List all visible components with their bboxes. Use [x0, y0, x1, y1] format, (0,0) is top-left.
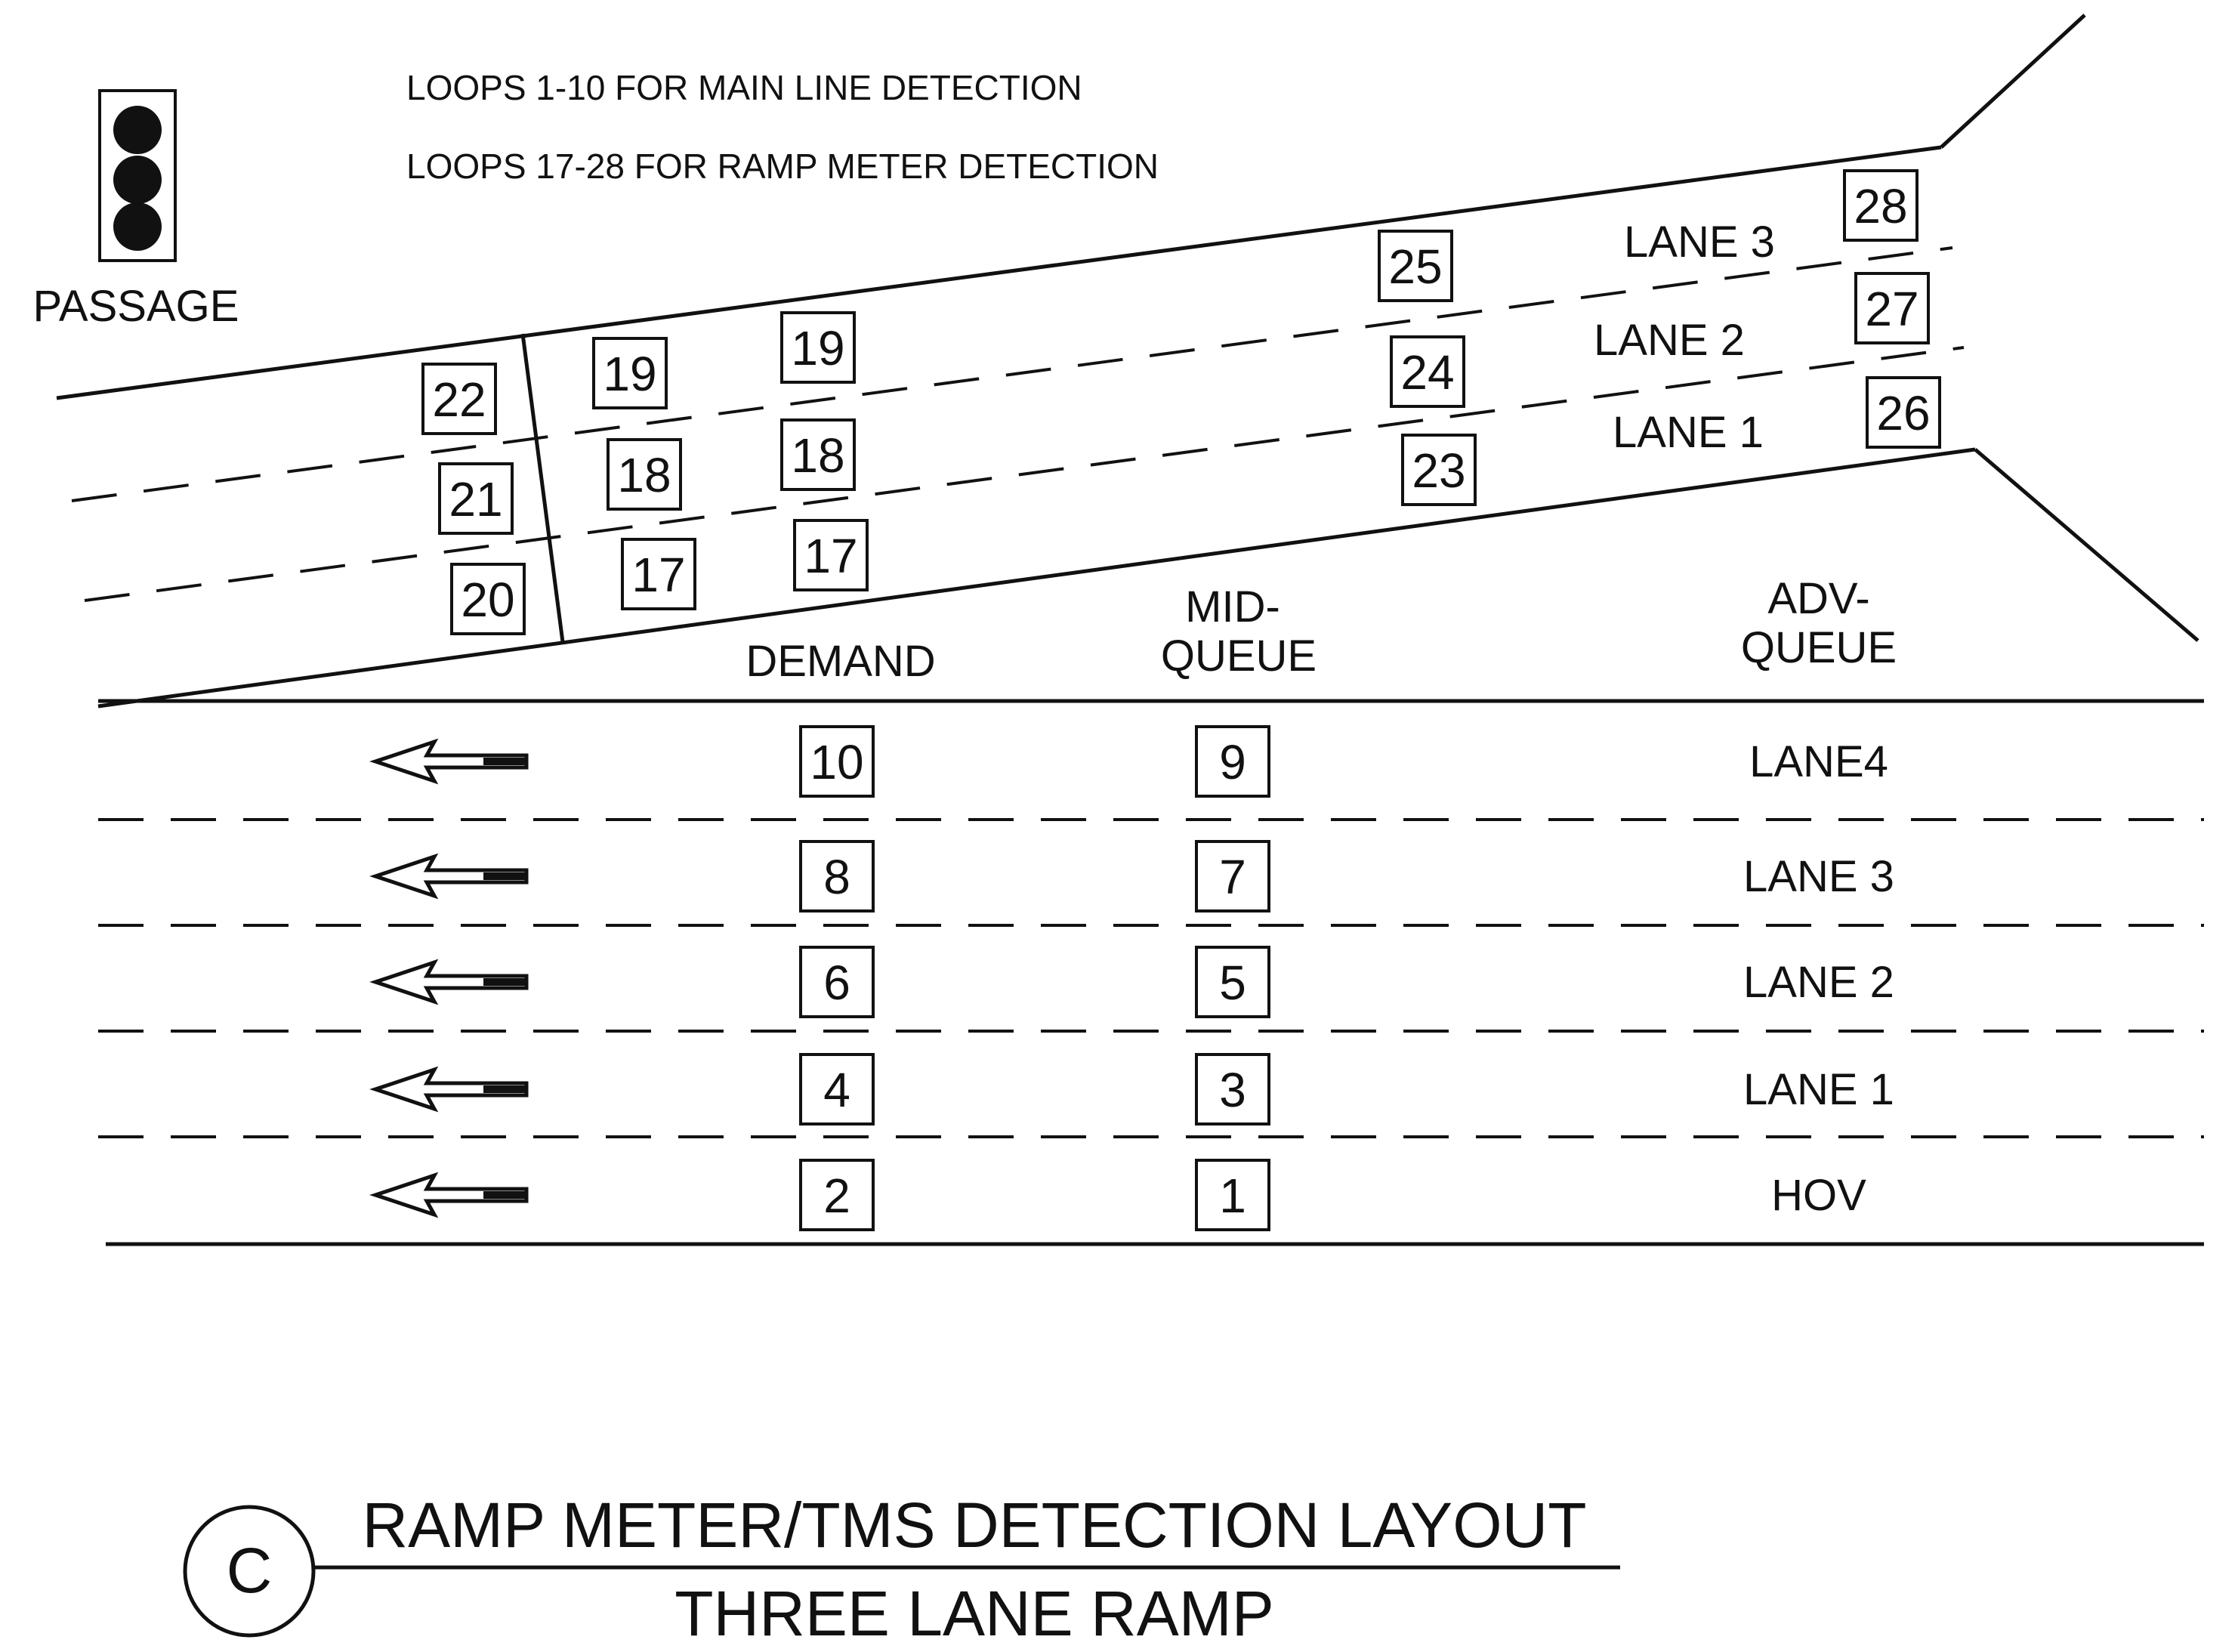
mid-queue-loop-9-number: 9 [1219, 735, 1246, 789]
mainline-lane-label: HOV [1771, 1171, 1866, 1220]
ramp-loop-17-5-number: 17 [631, 548, 685, 602]
demand-loop-6: 6 [799, 946, 875, 1018]
mainline-lane-label: LANE 3 [1743, 852, 1894, 901]
ramp-lane-3-label: LANE 3 [1624, 218, 1775, 267]
mainline-roadway [98, 699, 2204, 1246]
adv-queue-header-line1: ADV- [1767, 574, 1869, 623]
mainline-lane-row: 8 7 LANE 3 [369, 840, 1894, 912]
ramp-loop-18-7-number: 18 [791, 428, 844, 483]
ramp-loop-28-12-number: 28 [1854, 179, 1907, 233]
ramp-loop-28-12: 28 [1843, 169, 1919, 242]
ramp-loop-27-13-number: 27 [1865, 282, 1919, 336]
ramp-loop-26-14-number: 26 [1876, 386, 1930, 440]
ramp-loop-17-8-number: 17 [804, 529, 857, 583]
ramp-lane-1-label: LANE 1 [1613, 408, 1764, 457]
ramp-loop-22-0-number: 22 [432, 372, 486, 427]
ramp-loop-17-8: 17 [793, 519, 869, 591]
demand-loop-6-number: 6 [823, 956, 850, 1010]
mid-queue-loop-3-number: 3 [1219, 1063, 1246, 1117]
ramp-loop-19-6: 19 [780, 311, 856, 384]
ramp-loop-25-9-number: 25 [1388, 239, 1442, 294]
mainline-lanes: 10 9 LANE4 8 7 LANE 3 6 5 LANE 2 4 3 LANE 1 2 1 HOV [369, 725, 1894, 1231]
demand-loop-4-number: 4 [823, 1063, 850, 1117]
mid-queue-header-line2: QUEUE [1161, 631, 1317, 681]
ramp-loop-19-6-number: 19 [791, 321, 844, 375]
demand-loop-10-number: 10 [810, 735, 863, 789]
mainline-headers: DEMAND MID- QUEUE ADV- QUEUE [745, 574, 1897, 686]
ramp-loop-21-1-number: 21 [449, 472, 502, 526]
adv-queue-header-line2: QUEUE [1741, 623, 1897, 672]
mid-queue-loop-5: 5 [1195, 946, 1270, 1018]
title-block: C RAMP METER/TMS DETECTION LAYOUT THREE … [183, 1490, 1620, 1649]
ramp-lane-2-label: LANE 2 [1594, 316, 1745, 365]
mainline-lane-row: 4 3 LANE 1 [369, 1053, 1894, 1126]
mid-queue-header-line1: MID- [1185, 582, 1280, 631]
mainline-lane-row: 6 5 LANE 2 [369, 946, 1894, 1018]
demand-loop-4: 4 [799, 1053, 875, 1126]
left-arrow-icon [369, 1172, 529, 1218]
mainline-lane-label: LANE 2 [1743, 958, 1894, 1007]
title-line-2: THREE LANE RAMP [674, 1578, 1274, 1649]
demand-header: DEMAND [745, 637, 935, 686]
demand-loop-10: 10 [799, 725, 875, 798]
mid-queue-loop-7-number: 7 [1219, 850, 1246, 904]
detail-letter: C [227, 1535, 273, 1606]
mid-queue-loop-3: 3 [1195, 1053, 1270, 1126]
ramp-roadway [56, 14, 2199, 709]
mid-queue-loop-1-number: 1 [1219, 1169, 1246, 1223]
left-arrow-icon [369, 853, 529, 900]
left-arrow-icon [369, 738, 529, 785]
ramp-loop-23-11-number: 23 [1412, 443, 1465, 498]
mid-queue-loop-5-number: 5 [1219, 956, 1246, 1010]
ramp-loop-detectors: 22 21 20 19 18 17 19 18 17 25 24 23 28 27 26 [421, 169, 1941, 635]
ramp-loop-25-9: 25 [1378, 230, 1453, 302]
ramp-loop-23-11: 23 [1401, 434, 1477, 506]
mid-queue-loop-1: 1 [1195, 1159, 1270, 1231]
left-arrow-icon [369, 959, 529, 1005]
ramp-lane-labels: LANE 3 LANE 2 LANE 1 [1594, 218, 1775, 457]
ramp-loop-27-13: 27 [1854, 272, 1930, 344]
ramp-loop-19-3-number: 19 [603, 347, 656, 401]
signal-label: PASSAGE [33, 282, 239, 331]
detail-marker [183, 1505, 316, 1638]
mainline-note: LOOPS 1-10 FOR MAIN LINE DETECTION [406, 68, 1082, 107]
ramp-loop-22-0: 22 [421, 363, 497, 435]
ramp-loop-17-5: 17 [621, 538, 696, 610]
left-arrow-icon [369, 1066, 529, 1113]
mainline-lane-row: 10 9 LANE4 [369, 725, 1888, 798]
ramp-loop-24-10: 24 [1390, 335, 1465, 408]
ramp-loop-20-2-number: 20 [461, 573, 514, 627]
mid-queue-loop-7: 7 [1195, 840, 1270, 912]
demand-loop-2: 2 [799, 1159, 875, 1231]
ramp-loop-19-3: 19 [592, 337, 668, 409]
demand-loop-8-number: 8 [823, 850, 850, 904]
demand-loop-8: 8 [799, 840, 875, 912]
ramp-loop-18-7: 18 [780, 418, 856, 491]
ramp-loop-21-1: 21 [438, 462, 514, 535]
ramp-loop-24-10-number: 24 [1400, 345, 1454, 400]
ramp-loop-18-4: 18 [607, 438, 682, 511]
traffic-signal-icon [98, 89, 177, 262]
mid-queue-loop-9: 9 [1195, 725, 1270, 798]
ramp-loop-26-14: 26 [1866, 376, 1941, 449]
mainline-lane-label: LANE 1 [1743, 1065, 1894, 1114]
ramp-note: LOOPS 17-28 FOR RAMP METER DETECTION [406, 147, 1159, 186]
mainline-lane-row: 2 1 HOV [369, 1159, 1866, 1231]
demand-loop-2-number: 2 [823, 1169, 850, 1223]
ramp-loop-18-4-number: 18 [617, 448, 671, 502]
mainline-lane-label: LANE4 [1749, 737, 1888, 786]
title-line-1: RAMP METER/TMS DETECTION LAYOUT [362, 1490, 1586, 1561]
ramp-loop-20-2: 20 [450, 563, 526, 635]
